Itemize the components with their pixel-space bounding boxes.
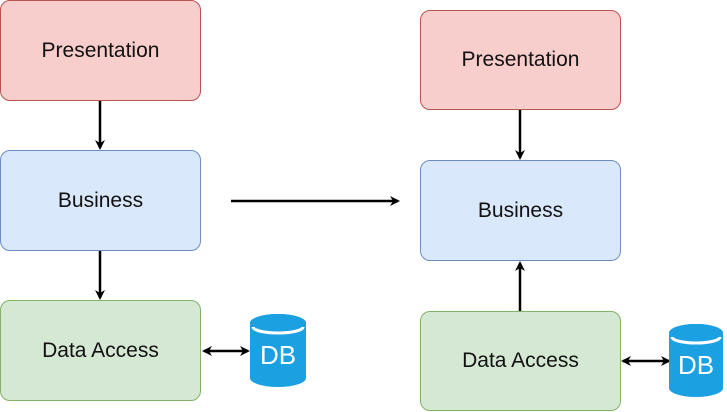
db-label-right: DB — [678, 350, 714, 380]
left-data-access-label: Data Access — [42, 338, 159, 362]
left-data-access-box[interactable]: Data Access — [0, 300, 201, 401]
db-label-left: DB — [260, 340, 296, 370]
left-business-label: Business — [57, 188, 144, 212]
right-business-box[interactable]: Business — [420, 160, 621, 261]
right-presentation-box[interactable]: Presentation — [420, 10, 621, 110]
left-business-box[interactable]: Business — [0, 150, 201, 251]
db-icon-left: DB — [250, 314, 306, 387]
left-presentation-label: Presentation — [41, 38, 160, 62]
right-data-access-label: Data Access — [462, 349, 579, 372]
right-business-label: Business — [477, 198, 564, 222]
right-presentation-label: Presentation — [461, 48, 580, 71]
db-icon-right: DB — [669, 324, 723, 397]
right-data-access-box[interactable]: Data Access — [420, 311, 621, 411]
left-presentation-box[interactable]: Presentation — [0, 0, 201, 101]
